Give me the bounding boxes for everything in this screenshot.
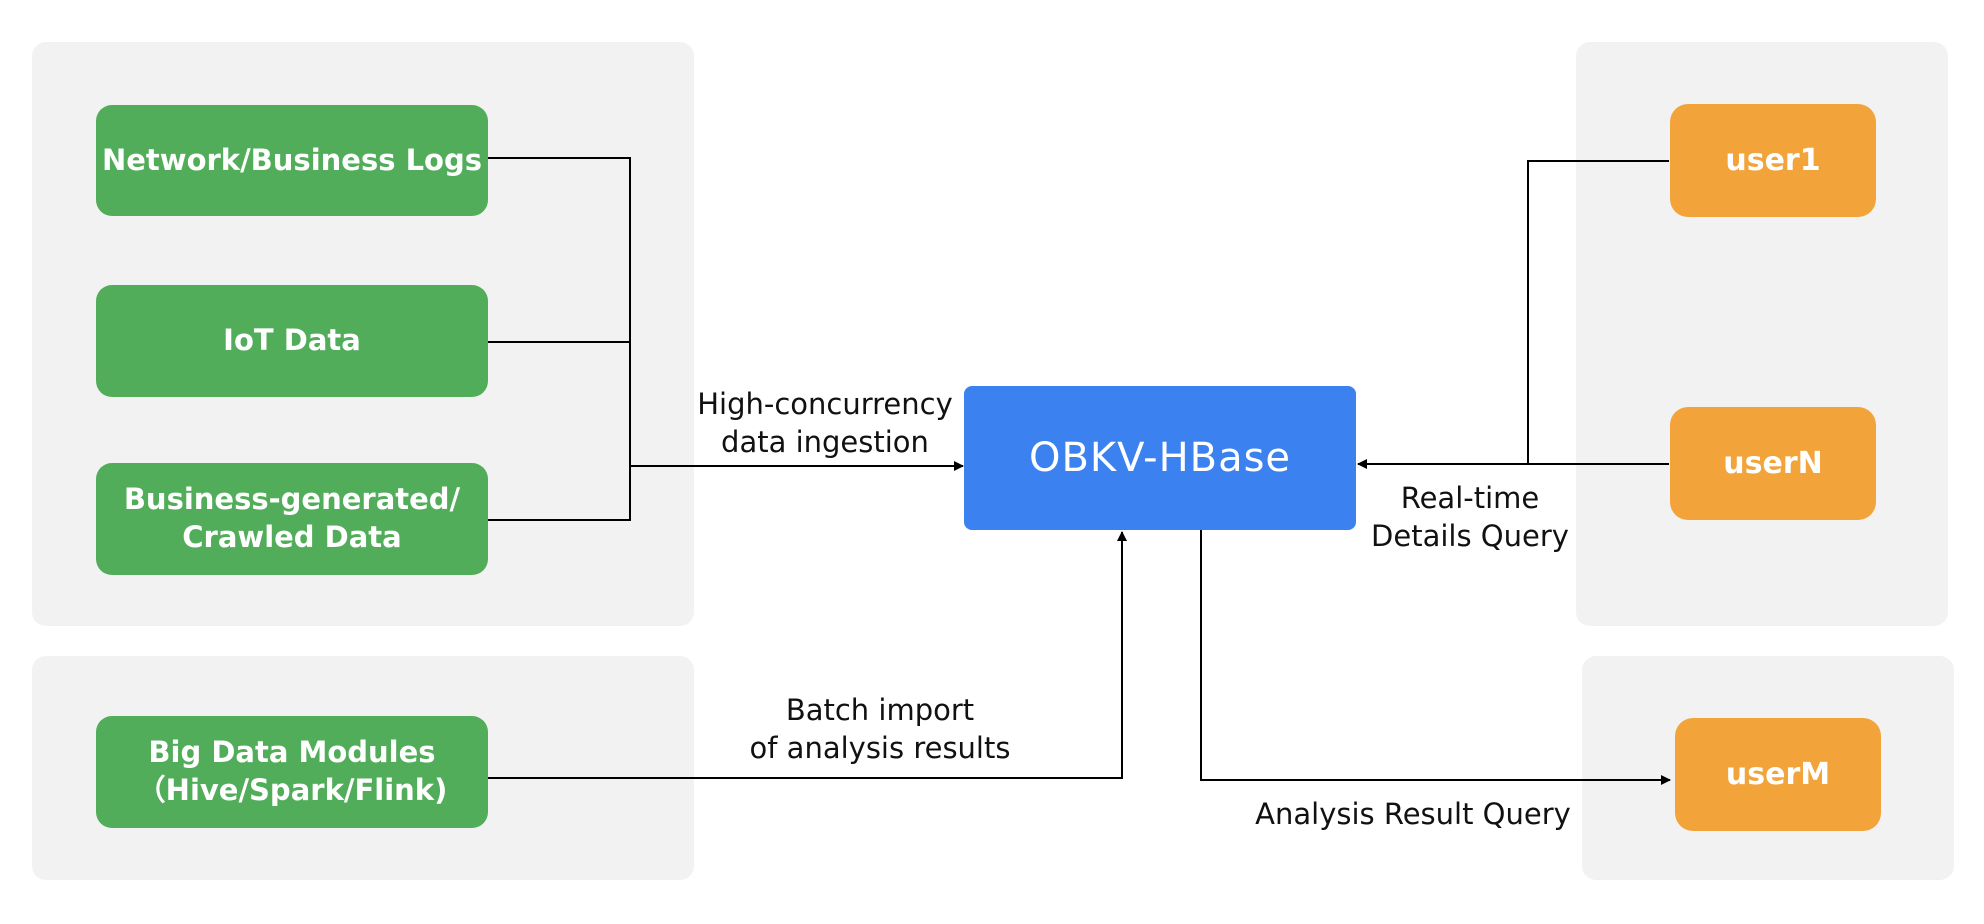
business-crawled-node[interactable]: Business-generated/ Crawled Data	[96, 463, 488, 575]
analysis-query-text: Analysis Result Query	[1255, 797, 1571, 831]
network-logs-label: Network/Business Logs	[101, 142, 482, 177]
iot-data-label: IoT Data	[223, 323, 361, 358]
batch-import-line-1: Batch import	[785, 693, 975, 727]
ingestion-label: High-concurrency data ingestion	[680, 386, 970, 461]
business-crawled-line-2: Crawled Data	[182, 520, 402, 554]
user1-label: user1	[1725, 143, 1821, 178]
big-data-node[interactable]: Big Data Modules （Hive/Spark/Flink)	[96, 716, 488, 828]
realtime-query-label: Real-time Details Query	[1360, 480, 1580, 555]
analysis-query-label: Analysis Result Query	[1228, 796, 1598, 834]
ingestion-line-2: data ingestion	[721, 424, 929, 459]
big-data-line-2: （Hive/Spark/Flink)	[136, 773, 448, 807]
big-data-label: Big Data Modules （Hive/Spark/Flink)	[137, 734, 448, 809]
batch-import-label: Batch import of analysis results	[720, 692, 1040, 767]
userm-node[interactable]: userM	[1675, 718, 1881, 831]
user1-connector	[1527, 160, 1669, 464]
obkv-hbase-node[interactable]: OBKV-HBase	[964, 386, 1356, 530]
realtime-query-line-2: Details Query	[1371, 518, 1569, 553]
logs-connector	[488, 157, 631, 521]
business-crawled-label: Business-generated/ Crawled Data	[124, 481, 460, 556]
realtime-query-line-1: Real-time	[1400, 481, 1540, 515]
business-crawled-line-1: Business-generated/	[123, 482, 461, 517]
usern-label: userN	[1723, 446, 1823, 481]
user1-node[interactable]: user1	[1670, 104, 1876, 217]
obkv-hbase-label: OBKV-HBase	[1028, 435, 1292, 481]
analysis-query-arrow	[1200, 530, 1671, 785]
userm-label: userM	[1725, 757, 1831, 792]
usern-node[interactable]: userN	[1670, 407, 1876, 520]
network-logs-node[interactable]: Network/Business Logs	[96, 105, 488, 216]
iot-data-node[interactable]: IoT Data	[96, 285, 488, 397]
big-data-line-1: Big Data Modules	[148, 735, 436, 770]
batch-import-line-2: of analysis results	[749, 730, 1011, 765]
batch-import-arrow	[488, 531, 1127, 779]
ingestion-line-1: High-concurrency	[697, 387, 953, 421]
